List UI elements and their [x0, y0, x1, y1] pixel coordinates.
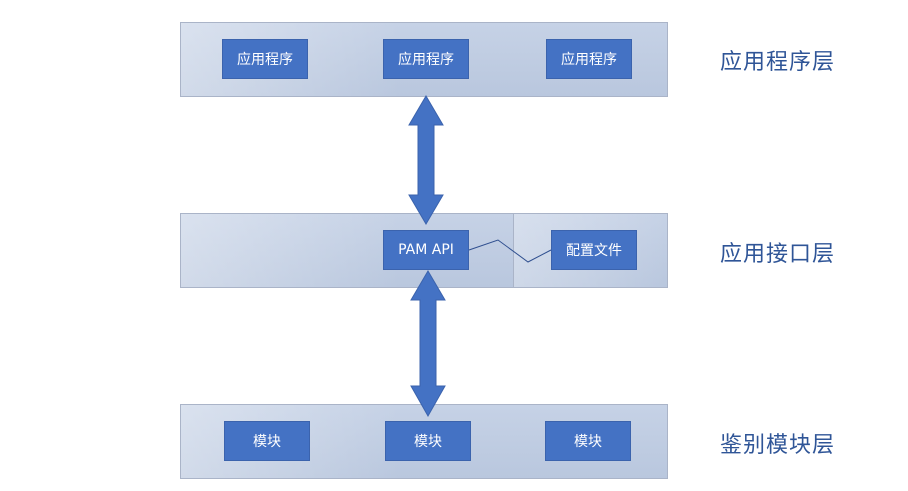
interface-layer-divider: [513, 214, 514, 287]
application-box-1: 应用程序: [222, 39, 308, 79]
application-layer-label: 应用程序层: [720, 50, 836, 75]
module-box-1: 模块: [224, 421, 310, 461]
config-file-box: 配置文件: [551, 230, 637, 270]
interface-layer-label: 应用接口层: [720, 242, 836, 267]
bidirectional-arrow-upper: [408, 95, 444, 225]
config-connector-line: [468, 239, 552, 263]
pam-api-box: PAM API: [383, 230, 469, 270]
application-box-2: 应用程序: [383, 39, 469, 79]
bidirectional-arrow-lower: [410, 270, 446, 418]
module-box-3: 模块: [545, 421, 631, 461]
module-layer-label: 鉴别模块层: [720, 433, 836, 458]
application-box-3: 应用程序: [546, 39, 632, 79]
module-box-2: 模块: [385, 421, 471, 461]
